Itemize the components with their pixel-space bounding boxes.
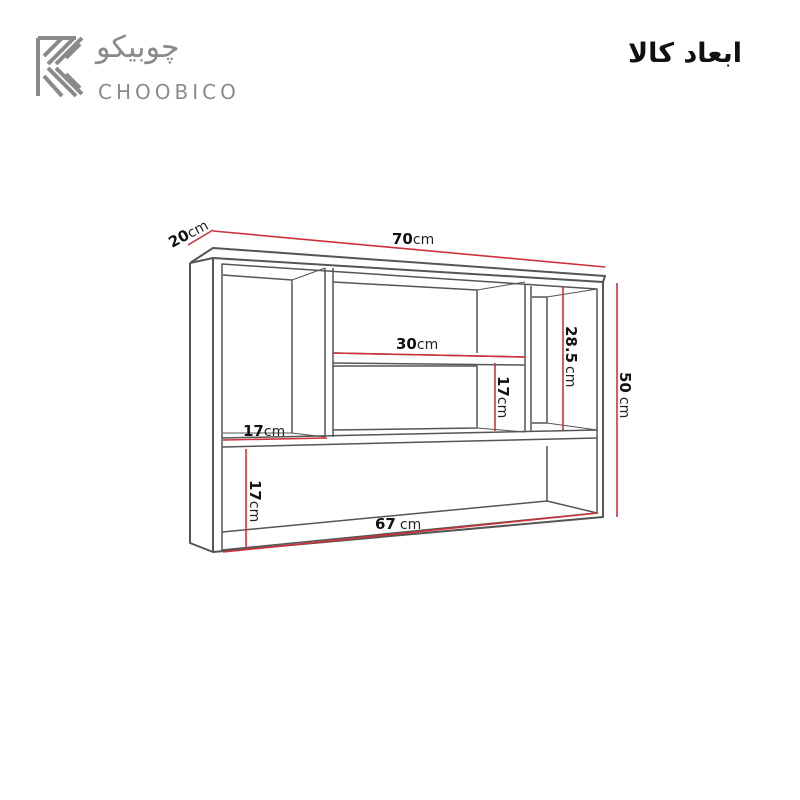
middle-lower-label: 17cm [494,376,512,418]
middle-shelf-dimension-line [332,352,526,358]
bottom-width-dimension-line [222,512,599,553]
depth-dimension-line [187,229,214,246]
height-label: 50cm [616,372,634,418]
dimension-labels: 20cm 70cm 50cm 28.5cm 30cm 17cm 17cm 17c… [165,216,634,533]
bottom-height-label: 17cm [246,480,264,522]
dimension-lines [187,229,618,553]
depth-label: 20cm [165,216,211,252]
width-label: 70cm [392,230,434,248]
middle-shelf-label: 30cm [396,335,438,353]
logo-text-fa: چوبیکو [96,30,180,65]
logo-mark-icon [36,36,84,98]
logo-text-en: CHOOBICO [98,80,240,104]
shelf-outline [189,247,606,553]
width-dimension-line [212,230,606,268]
page-title: ابعاد کالا [628,38,742,69]
left-cell-dimension-line [222,437,328,441]
brand-logo [36,34,266,104]
left-cell-label: 17cm [243,422,285,440]
right-height-label: 28.5cm [562,326,580,387]
